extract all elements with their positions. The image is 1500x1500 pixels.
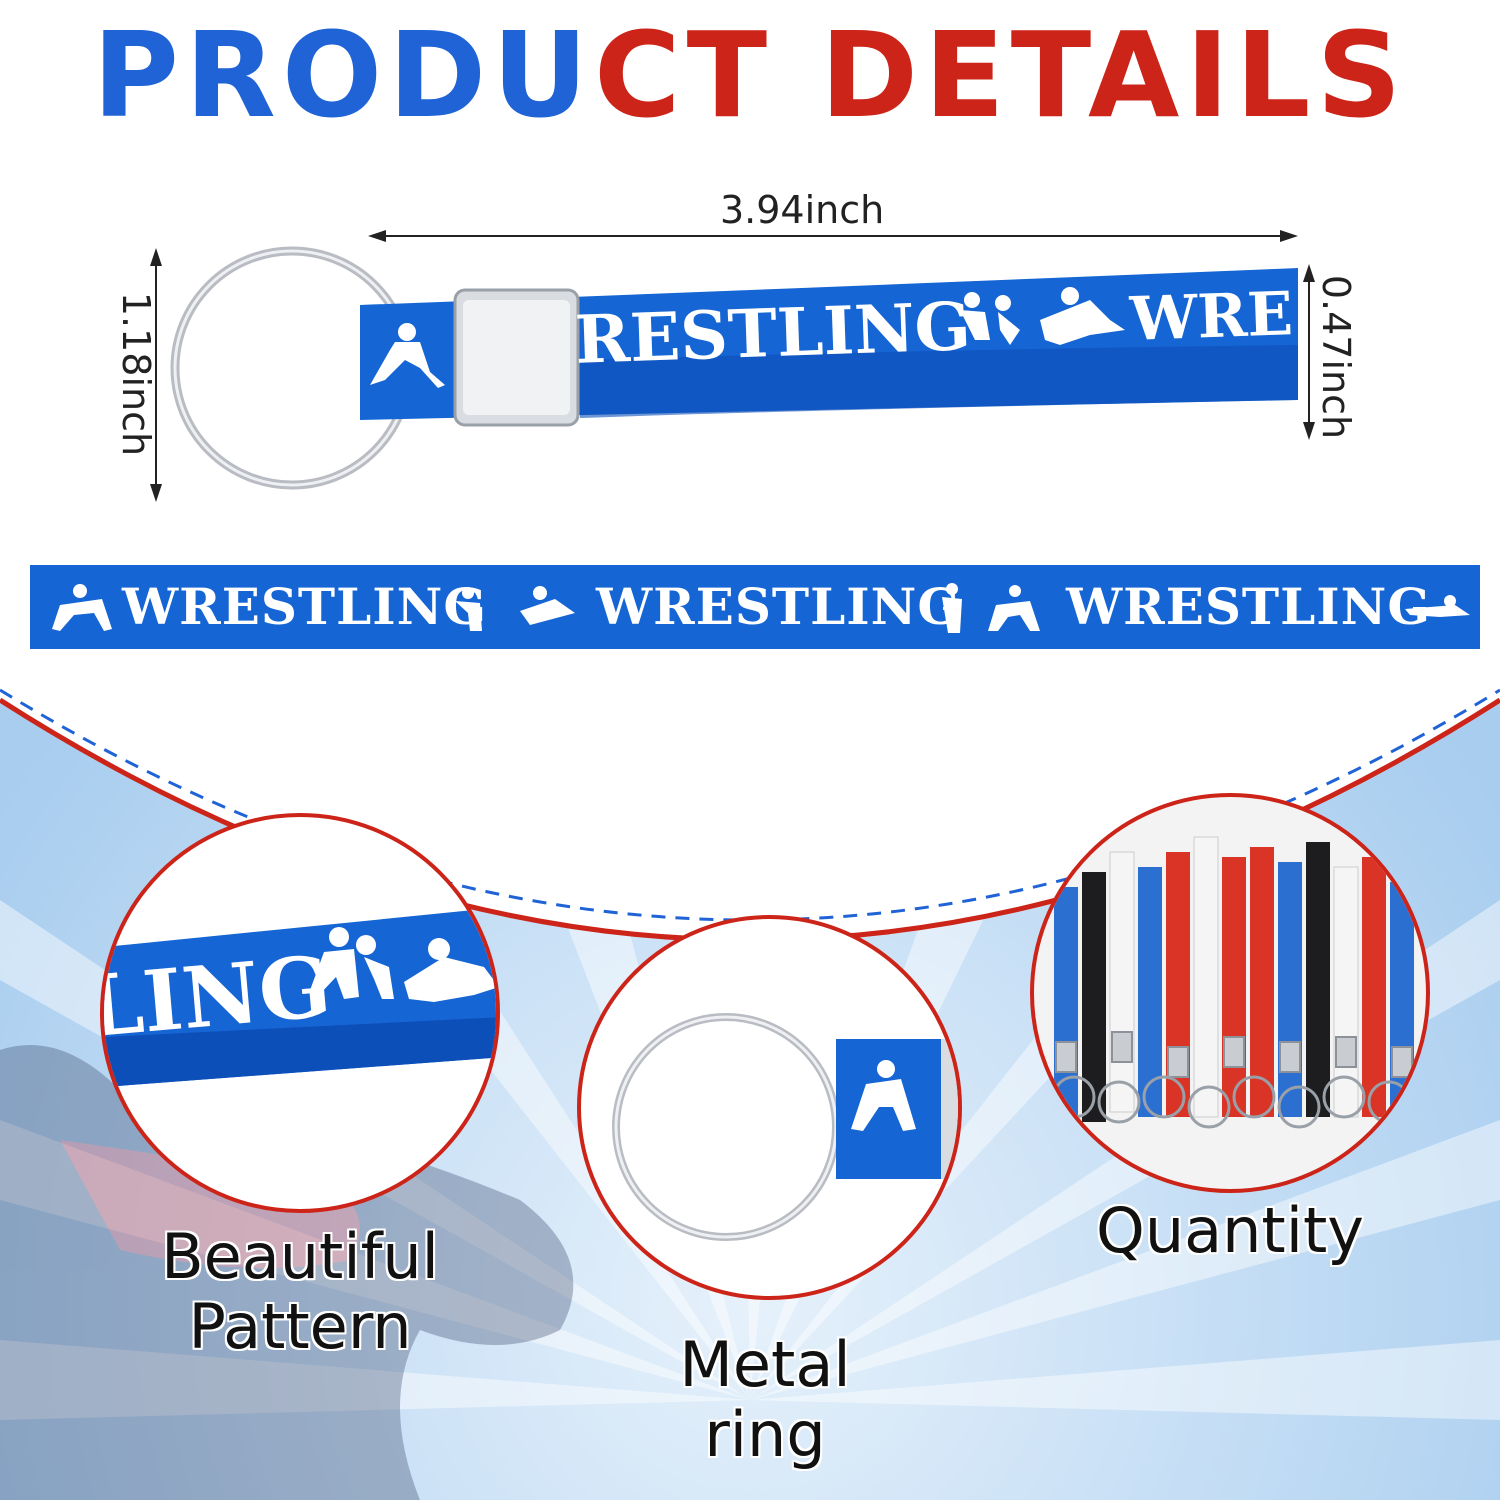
strip-icons [52,583,1470,633]
pattern-caption-line1: Beautiful [161,1220,439,1293]
quantity-caption: Quantity [1096,1194,1364,1267]
keychain-text-2: WRE [1128,279,1295,355]
ring-caption: Metal ring [600,1330,930,1470]
pattern-circle: LING [100,813,500,1213]
strip-word-1: WRESTLING [122,577,488,636]
title-blue-part: PRODU [92,6,594,144]
ring-circle [577,915,962,1300]
quantity-image [1052,836,1414,1129]
flat-strip: WRESTLING WRESTLING WRESTLING [30,565,1480,649]
page-title: PRODUCT DETAILS [0,0,1500,150]
length-arrow [150,230,1315,502]
quantity-circle [1030,793,1430,1193]
ring-image [612,1013,958,1241]
pattern-caption-line2: Pattern [188,1290,412,1363]
keychain-image [170,246,1298,490]
keychain-text: RESTLING [573,287,973,379]
pattern-band [104,907,496,1087]
ring-caption-line1: Metal [679,1328,851,1401]
ring-caption-line2: ring [704,1398,826,1471]
title-red-part: CT DETAILS [593,6,1408,144]
length-label: 3.94inch [720,188,885,232]
strip-word-2: WRESTLING [596,577,962,636]
strip-word-3: WRESTLING [1066,577,1432,636]
pattern-caption: Beautiful Pattern [120,1222,480,1362]
